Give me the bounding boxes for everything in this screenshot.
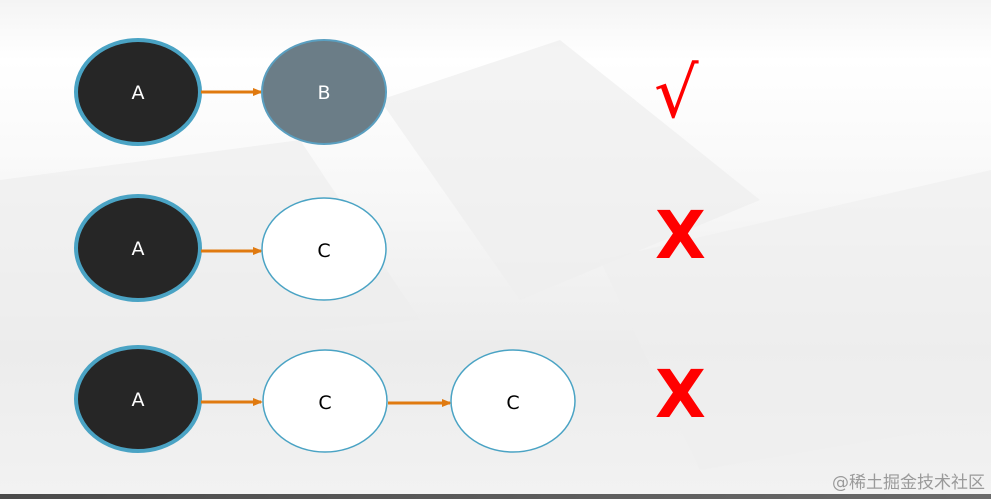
watermark: @稀土掘金技术社区 bbox=[832, 473, 985, 493]
bottom-bar bbox=[0, 494, 991, 499]
node-c2-row-3-label: C bbox=[506, 392, 519, 414]
node-c2-row-3 bbox=[450, 349, 576, 453]
node-a-row-2 bbox=[74, 194, 202, 302]
node-c1-row-3-label: C bbox=[318, 392, 331, 414]
node-c-row-2 bbox=[261, 197, 387, 301]
node-a-row-3 bbox=[74, 345, 202, 453]
row-2: A C bbox=[74, 194, 387, 302]
node-a-row-1-label: A bbox=[132, 82, 145, 104]
node-c-row-2-label: C bbox=[317, 240, 330, 262]
node-b-row-1-label: B bbox=[317, 82, 330, 104]
node-c1-row-3 bbox=[262, 349, 388, 453]
node-a-row-1 bbox=[74, 38, 202, 146]
cross-mark-row-2: X bbox=[655, 197, 706, 274]
check-mark-row-1: √ bbox=[654, 52, 699, 134]
node-b-row-1 bbox=[261, 39, 387, 145]
node-a-row-3-label: A bbox=[132, 389, 145, 411]
cross-mark-row-3: X bbox=[655, 356, 706, 433]
row-1: A B bbox=[74, 38, 387, 146]
row-3: A C C bbox=[74, 345, 576, 453]
node-a-row-2-label: A bbox=[132, 238, 145, 260]
